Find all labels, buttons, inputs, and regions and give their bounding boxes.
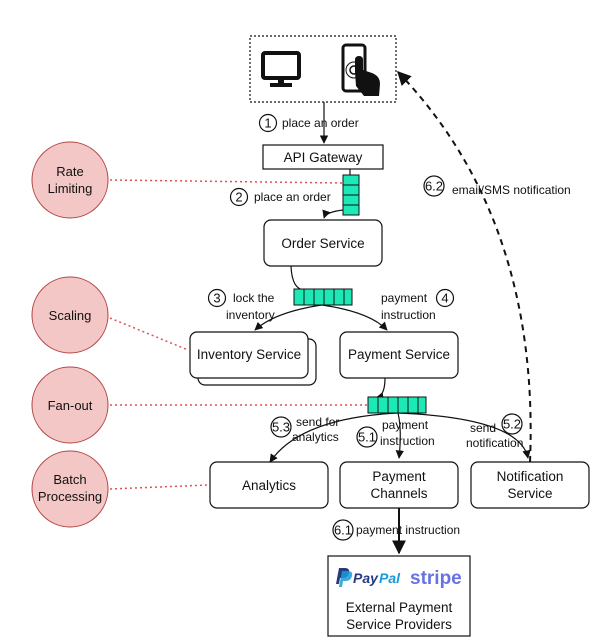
svg-text:analytics: analytics <box>292 430 339 444</box>
svg-text:Inventory Service: Inventory Service <box>197 347 301 362</box>
svg-text:instruction: instruction <box>380 434 435 448</box>
svg-text:place an order: place an order <box>282 116 359 130</box>
concept-scaling: Scaling <box>31 276 109 354</box>
svg-text:3: 3 <box>213 291 220 306</box>
touch-phone-icon <box>341 43 380 96</box>
analytics-box: Analytics <box>209 461 329 509</box>
svg-text:send: send <box>470 421 496 435</box>
payment-channels-box: Payment Channels <box>339 461 459 509</box>
svg-text:4: 4 <box>441 291 448 306</box>
svg-text:Scaling: Scaling <box>49 308 92 323</box>
monitor-icon <box>261 51 301 87</box>
svg-text:inventory: inventory <box>226 308 275 322</box>
arrow-step-6-2 <box>397 70 532 463</box>
message-queue-fanout <box>367 396 427 414</box>
svg-text:payment: payment <box>381 291 428 305</box>
inventory-service-box: Inventory Service <box>189 331 317 386</box>
svg-text:Payment Service: Payment Service <box>348 347 450 362</box>
svg-text:Order Service: Order Service <box>281 236 364 251</box>
connector <box>290 265 306 291</box>
step-3-label: 3 lock the inventory <box>207 288 275 322</box>
svg-text:2: 2 <box>235 190 242 205</box>
svg-text:Pay: Pay <box>353 570 379 586</box>
notification-service-box: Notification Service <box>470 461 590 509</box>
client-devices <box>249 35 397 103</box>
svg-text:Service: Service <box>507 486 552 501</box>
api-gateway-box: API Gateway <box>262 144 384 170</box>
payment-service-box: Payment Service <box>339 331 459 379</box>
svg-text:Rate: Rate <box>56 164 83 179</box>
concept-connectors <box>109 179 368 490</box>
concept-rate-limiting: Rate Limiting <box>31 141 109 219</box>
step-6-2-label: 6.2 email/SMS notification <box>423 175 571 197</box>
svg-text:place an order: place an order <box>254 190 331 204</box>
order-service-box: Order Service <box>263 219 383 267</box>
stripe-logo: stripe <box>410 568 462 589</box>
paypal-logo: Pay Pal <box>336 568 401 587</box>
step-2-label: 2 place an order <box>229 187 331 207</box>
svg-text:Batch: Batch <box>53 472 86 487</box>
step-5-1-label: 5.1 payment instruction <box>356 418 435 448</box>
svg-text:Pal: Pal <box>379 570 401 586</box>
message-queue-gateway <box>342 174 360 216</box>
svg-text:5.3: 5.3 <box>272 420 290 435</box>
svg-text:API Gateway: API Gateway <box>284 150 363 165</box>
svg-text:email/SMS notification: email/SMS notification <box>452 183 571 197</box>
svg-text:5.1: 5.1 <box>358 430 376 445</box>
step-1-label: 1 place an order <box>258 113 359 133</box>
arrow-step-5-2 <box>397 412 531 459</box>
arrow-step-5-1 <box>395 412 404 459</box>
message-queue-order <box>293 288 353 306</box>
svg-text:Payment: Payment <box>372 469 426 484</box>
svg-text:5.2: 5.2 <box>503 417 521 432</box>
svg-text:Service Providers: Service Providers <box>346 617 452 632</box>
step-4-label: payment instruction 4 <box>381 288 455 322</box>
arrow-step-2 <box>322 209 344 219</box>
svg-text:instruction: instruction <box>381 308 436 322</box>
svg-text:Limiting: Limiting <box>48 181 93 196</box>
arrow-step-4 <box>321 304 388 331</box>
svg-text:lock the: lock the <box>233 291 275 305</box>
arrow-step-3 <box>254 304 323 331</box>
step-5-2-label: send notification 5.2 <box>466 413 523 450</box>
external-providers-box: Pay Pal stripe External Payment Service … <box>327 555 471 637</box>
svg-text:send for: send for <box>296 415 339 429</box>
svg-text:External Payment: External Payment <box>346 600 453 615</box>
svg-text:Analytics: Analytics <box>242 478 296 493</box>
connector <box>375 377 386 401</box>
step-6-1-label: 6.1 payment instruction <box>332 519 460 541</box>
svg-text:6.2: 6.2 <box>425 179 443 194</box>
step-5-3-label: 5.3 send for analytics <box>270 415 339 444</box>
svg-text:1: 1 <box>264 116 271 131</box>
arrow-step-5-3 <box>269 412 399 463</box>
svg-text:Fan-out: Fan-out <box>48 398 93 413</box>
svg-text:payment instruction: payment instruction <box>356 523 460 537</box>
concept-fan-out: Fan-out <box>31 366 109 444</box>
concept-batch-processing: Batch Processing <box>31 450 109 528</box>
svg-text:6.1: 6.1 <box>334 523 352 538</box>
svg-text:payment: payment <box>382 418 429 432</box>
svg-text:Channels: Channels <box>370 486 427 501</box>
svg-text:notification: notification <box>466 436 523 450</box>
svg-text:Notification: Notification <box>497 469 564 484</box>
svg-text:Processing: Processing <box>38 489 102 504</box>
